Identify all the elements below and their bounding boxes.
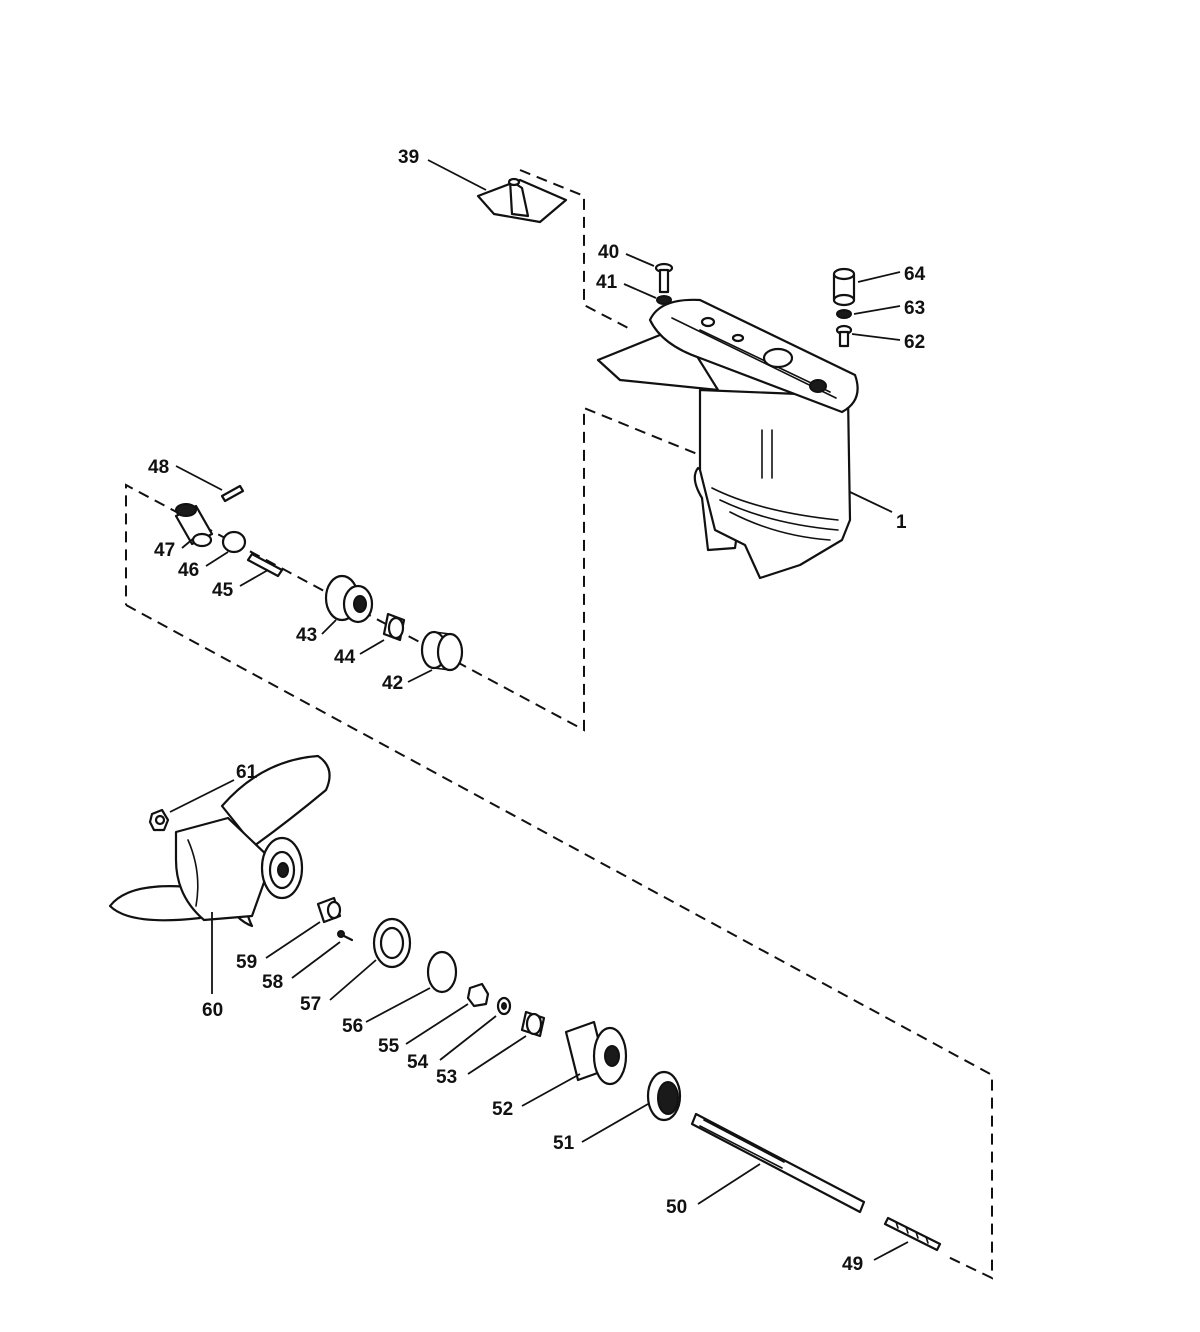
label-57: 57 xyxy=(300,994,321,1015)
label-43: 43 xyxy=(296,625,317,646)
label-58: 58 xyxy=(262,972,283,993)
leader-47 xyxy=(181,537,195,549)
reverse-gear-51 xyxy=(646,1070,682,1122)
leader-1 xyxy=(849,491,893,513)
label-56: 56 xyxy=(342,1016,363,1037)
leader-59 xyxy=(265,921,321,959)
label-64: 64 xyxy=(904,264,926,285)
leader-50 xyxy=(697,1163,761,1205)
label-41: 41 xyxy=(596,272,618,293)
propeller-shaft-50 xyxy=(690,1112,866,1214)
label-55: 55 xyxy=(378,1036,400,1057)
label-46: 46 xyxy=(178,560,199,581)
gear-housing xyxy=(596,298,859,580)
leader-lines xyxy=(169,159,909,1261)
cam-follower-49 xyxy=(883,1216,942,1252)
guide-housing-to-pinion-group xyxy=(125,406,713,732)
leader-61 xyxy=(169,779,235,813)
leader-53 xyxy=(467,1035,527,1075)
leader-57 xyxy=(329,959,377,1001)
leader-44 xyxy=(359,639,385,655)
label-61: 61 xyxy=(236,762,258,783)
thrust-hub-59 xyxy=(316,896,342,924)
washer-54 xyxy=(496,996,512,1016)
label-39: 39 xyxy=(398,147,419,168)
leader-43 xyxy=(321,619,337,635)
leader-55 xyxy=(405,1003,469,1045)
bushing-53 xyxy=(520,1010,546,1038)
leader-51 xyxy=(581,1103,649,1143)
label-42: 42 xyxy=(382,673,403,694)
label-53: 53 xyxy=(436,1067,457,1088)
label-1: 1 xyxy=(896,512,907,533)
ring-46 xyxy=(221,530,247,554)
leader-52 xyxy=(521,1073,581,1107)
bearing-42 xyxy=(420,630,464,672)
part-labels: 1 39 40 41 42 43 44 45 46 47 48 49 50 51… xyxy=(148,147,926,1275)
leader-45 xyxy=(239,569,269,587)
spacer-64 xyxy=(832,267,856,307)
leader-46 xyxy=(205,551,229,567)
leader-54 xyxy=(439,1015,497,1061)
pin-48 xyxy=(220,484,245,503)
leader-48 xyxy=(175,465,223,491)
label-44: 44 xyxy=(334,647,356,668)
washer-63 xyxy=(836,309,852,319)
label-54: 54 xyxy=(407,1052,429,1073)
label-45: 45 xyxy=(212,580,234,601)
bearing-carrier-52 xyxy=(564,1020,628,1086)
label-62: 62 xyxy=(904,332,925,353)
label-52: 52 xyxy=(492,1099,513,1120)
propeller-60 xyxy=(108,754,331,928)
assembly-guide-lines xyxy=(125,169,993,1280)
nut-55 xyxy=(466,982,490,1008)
leader-39 xyxy=(427,159,487,191)
leader-41 xyxy=(623,283,657,299)
leader-42 xyxy=(407,669,433,683)
retainer-57 xyxy=(372,917,412,969)
guide-housing-to-propshaft-group xyxy=(125,604,993,1280)
label-50: 50 xyxy=(666,1197,687,1218)
forward-gear-43 xyxy=(324,574,374,624)
label-63: 63 xyxy=(904,298,925,319)
pin-58 xyxy=(337,930,354,942)
label-47: 47 xyxy=(154,540,175,561)
leader-62 xyxy=(851,333,901,341)
leader-40 xyxy=(625,253,655,267)
label-60: 60 xyxy=(202,1000,223,1021)
o-ring-56 xyxy=(426,950,458,994)
label-40: 40 xyxy=(598,242,619,263)
leader-63 xyxy=(853,305,901,315)
pin-45 xyxy=(246,552,284,578)
screw-62 xyxy=(835,324,853,348)
guide-anode-to-housing xyxy=(519,169,633,331)
screw-40 xyxy=(654,262,674,294)
leader-64 xyxy=(857,271,901,283)
label-49: 49 xyxy=(842,1254,863,1275)
leader-49 xyxy=(873,1241,909,1261)
label-51: 51 xyxy=(553,1133,575,1154)
leader-56 xyxy=(365,987,431,1023)
leader-58 xyxy=(291,941,341,979)
label-48: 48 xyxy=(148,457,169,478)
bushing-44 xyxy=(382,612,406,642)
nut-61 xyxy=(148,808,170,832)
washer-41 xyxy=(656,295,672,305)
label-59: 59 xyxy=(236,952,257,973)
pinion-gear-47 xyxy=(174,503,214,548)
trim-tab-anode xyxy=(476,177,568,224)
